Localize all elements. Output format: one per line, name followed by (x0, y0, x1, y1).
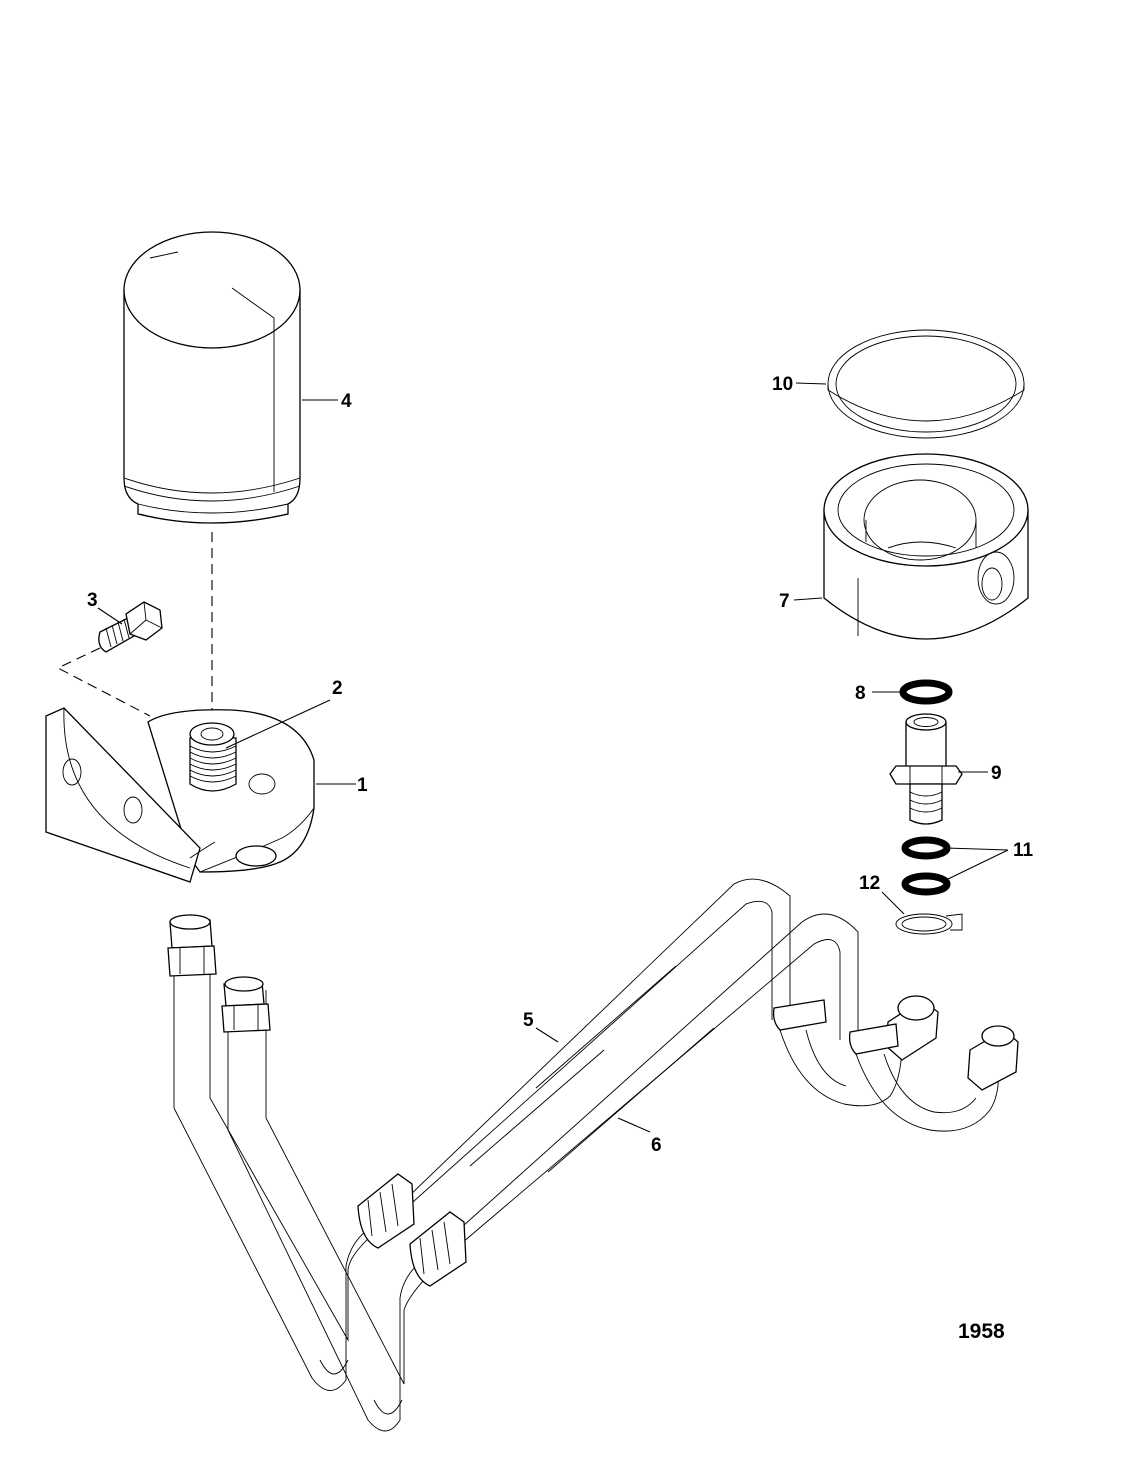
callout-8: 8 (855, 683, 866, 704)
o-ring-11-lower (901, 872, 951, 896)
callout-10: 10 (772, 374, 793, 395)
check-valve-fitting (889, 713, 963, 825)
callout-11: 11 (1013, 840, 1034, 861)
o-ring-11-upper (901, 836, 951, 860)
callout-3: 3 (87, 590, 98, 611)
callout-1: 1 (357, 775, 368, 796)
callout-5: 5 (523, 1010, 534, 1031)
callout-12: 12 (859, 873, 880, 894)
filter-adapter-housing (823, 453, 1029, 640)
callout-9: 9 (991, 763, 1002, 784)
threaded-adapter (189, 722, 237, 792)
large-seal-ring (827, 329, 1025, 439)
leader-lines (97, 382, 1009, 1133)
figure-code: 1958 (958, 1320, 1005, 1343)
hose-assembly-5 (167, 878, 939, 1391)
callout-7: 7 (779, 591, 790, 612)
filter-cartridge (123, 231, 301, 524)
hose-fitting-part (98, 601, 163, 653)
mounting-bracket (45, 707, 315, 883)
hose-assembly-6 (221, 913, 1019, 1432)
fitting-alignment-line (56, 647, 151, 717)
retaining-clip (895, 913, 963, 935)
callout-6: 6 (651, 1135, 662, 1156)
callout-4: 4 (341, 391, 352, 412)
callout-2: 2 (332, 678, 343, 699)
o-ring-8 (899, 679, 953, 705)
